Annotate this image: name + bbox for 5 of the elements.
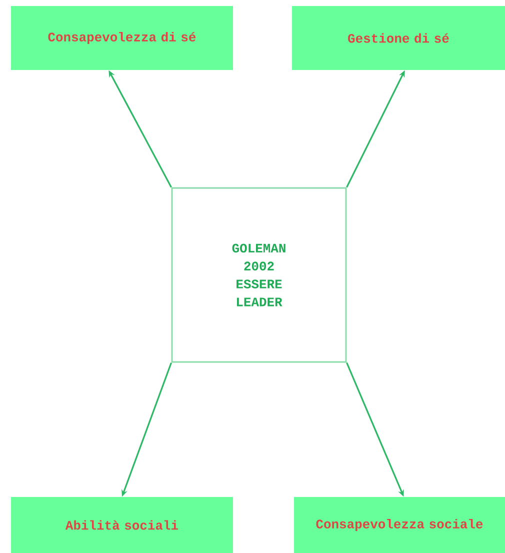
topic-box: Abilità sociali bbox=[11, 497, 233, 553]
topic-box: Consapevolezza di sé bbox=[11, 6, 233, 70]
topic-box: Consapevolezza sociale bbox=[294, 497, 505, 553]
topic-box: Gestione di sé bbox=[292, 6, 505, 70]
center-box: GOLEMAN 2002 ESSERE LEADER bbox=[171, 187, 347, 363]
